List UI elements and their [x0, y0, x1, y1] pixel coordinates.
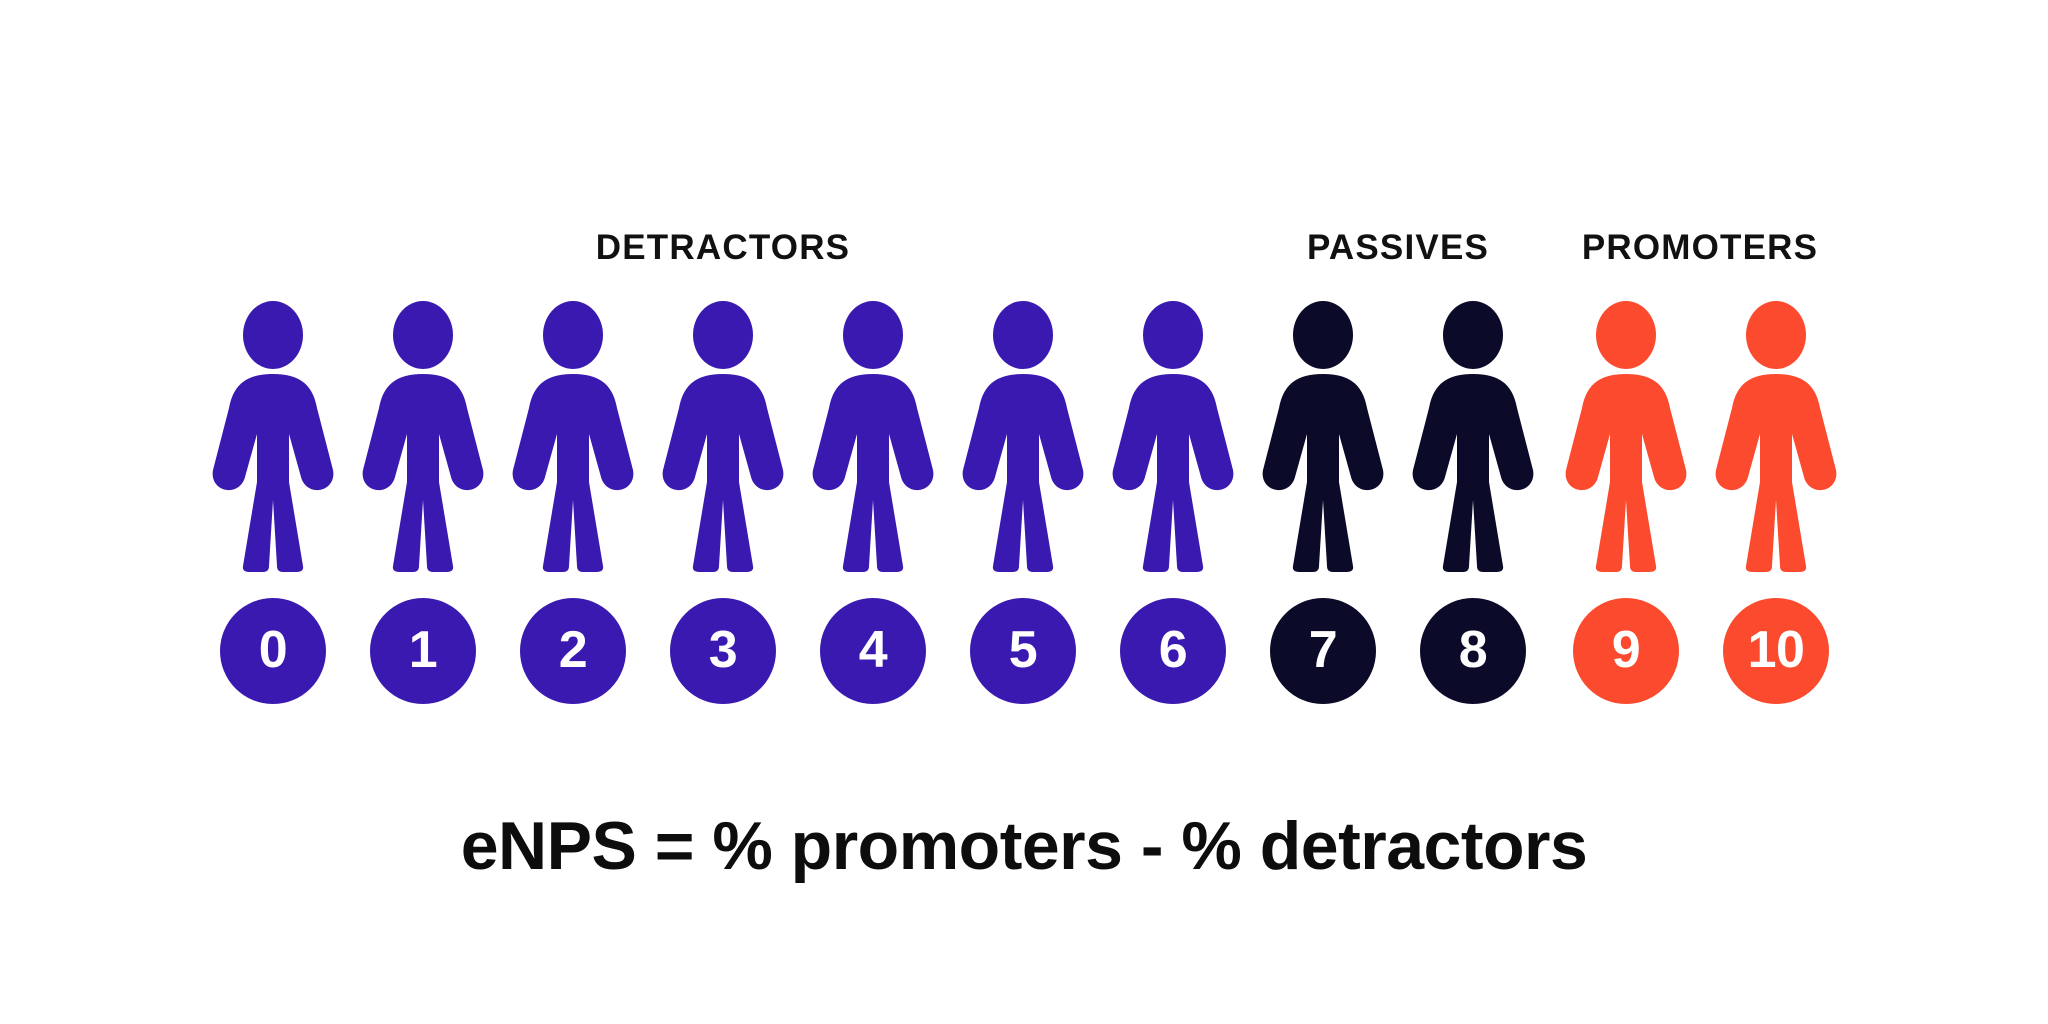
person-figure-7 [1253, 300, 1393, 572]
score-circle-9[interactable]: 9 [1573, 598, 1679, 704]
person-figure-9 [1556, 300, 1696, 572]
enps-formula: eNPS = % promoters - % detractors [460, 808, 1588, 884]
person-figure-10 [1706, 300, 1846, 572]
score-label: 5 [1008, 621, 1038, 679]
score-circle-5[interactable]: 5 [970, 598, 1076, 704]
group-label-detractors: DETRACTORS [595, 228, 851, 267]
person-icon [362, 301, 484, 572]
person-icon [812, 301, 934, 572]
person-icon [662, 301, 784, 572]
score-label: 0 [258, 621, 288, 679]
person-icon [962, 301, 1084, 572]
score-label: 1 [408, 621, 438, 679]
score-label: 7 [1308, 621, 1338, 679]
person-figure-1 [353, 300, 493, 572]
score-circle-0[interactable]: 0 [220, 598, 326, 704]
group-label-row: DETRACTORS PASSIVES PROMOTERS [0, 228, 2048, 276]
score-label: 4 [858, 621, 888, 679]
group-label-promoters: PROMOTERS [1581, 228, 1819, 267]
person-icon [1565, 301, 1687, 572]
score-circle-6[interactable]: 6 [1120, 598, 1226, 704]
score-circle-2[interactable]: 2 [520, 598, 626, 704]
person-icon [512, 301, 634, 572]
person-figure-5 [953, 300, 1093, 572]
person-icon [1412, 301, 1534, 572]
score-label: 8 [1458, 621, 1488, 679]
score-circle-7[interactable]: 7 [1270, 598, 1376, 704]
person-icon [1262, 301, 1384, 572]
score-circle-3[interactable]: 3 [670, 598, 776, 704]
person-icon [1715, 301, 1837, 572]
score-label: 9 [1611, 621, 1641, 679]
person-figure-4 [803, 300, 943, 572]
person-icon [1112, 301, 1234, 572]
group-label-passives: PASSIVES [1306, 228, 1490, 267]
person-figure-2 [503, 300, 643, 572]
person-figure-8 [1403, 300, 1543, 572]
score-label: 3 [708, 621, 738, 679]
score-circle-10[interactable]: 10 [1723, 598, 1829, 704]
score-circle-8[interactable]: 8 [1420, 598, 1526, 704]
person-figure-6 [1103, 300, 1243, 572]
score-circle-4[interactable]: 4 [820, 598, 926, 704]
score-circle-row: 0 1 2 3 4 5 6 7 8 9 10 [0, 598, 2048, 710]
person-figure-row [0, 300, 2048, 580]
score-label: 10 [1747, 621, 1805, 679]
person-figure-3 [653, 300, 793, 572]
score-label: 2 [558, 621, 588, 679]
score-label: 6 [1158, 621, 1188, 679]
person-figure-0 [203, 300, 343, 572]
person-icon [212, 301, 334, 572]
score-circle-1[interactable]: 1 [370, 598, 476, 704]
